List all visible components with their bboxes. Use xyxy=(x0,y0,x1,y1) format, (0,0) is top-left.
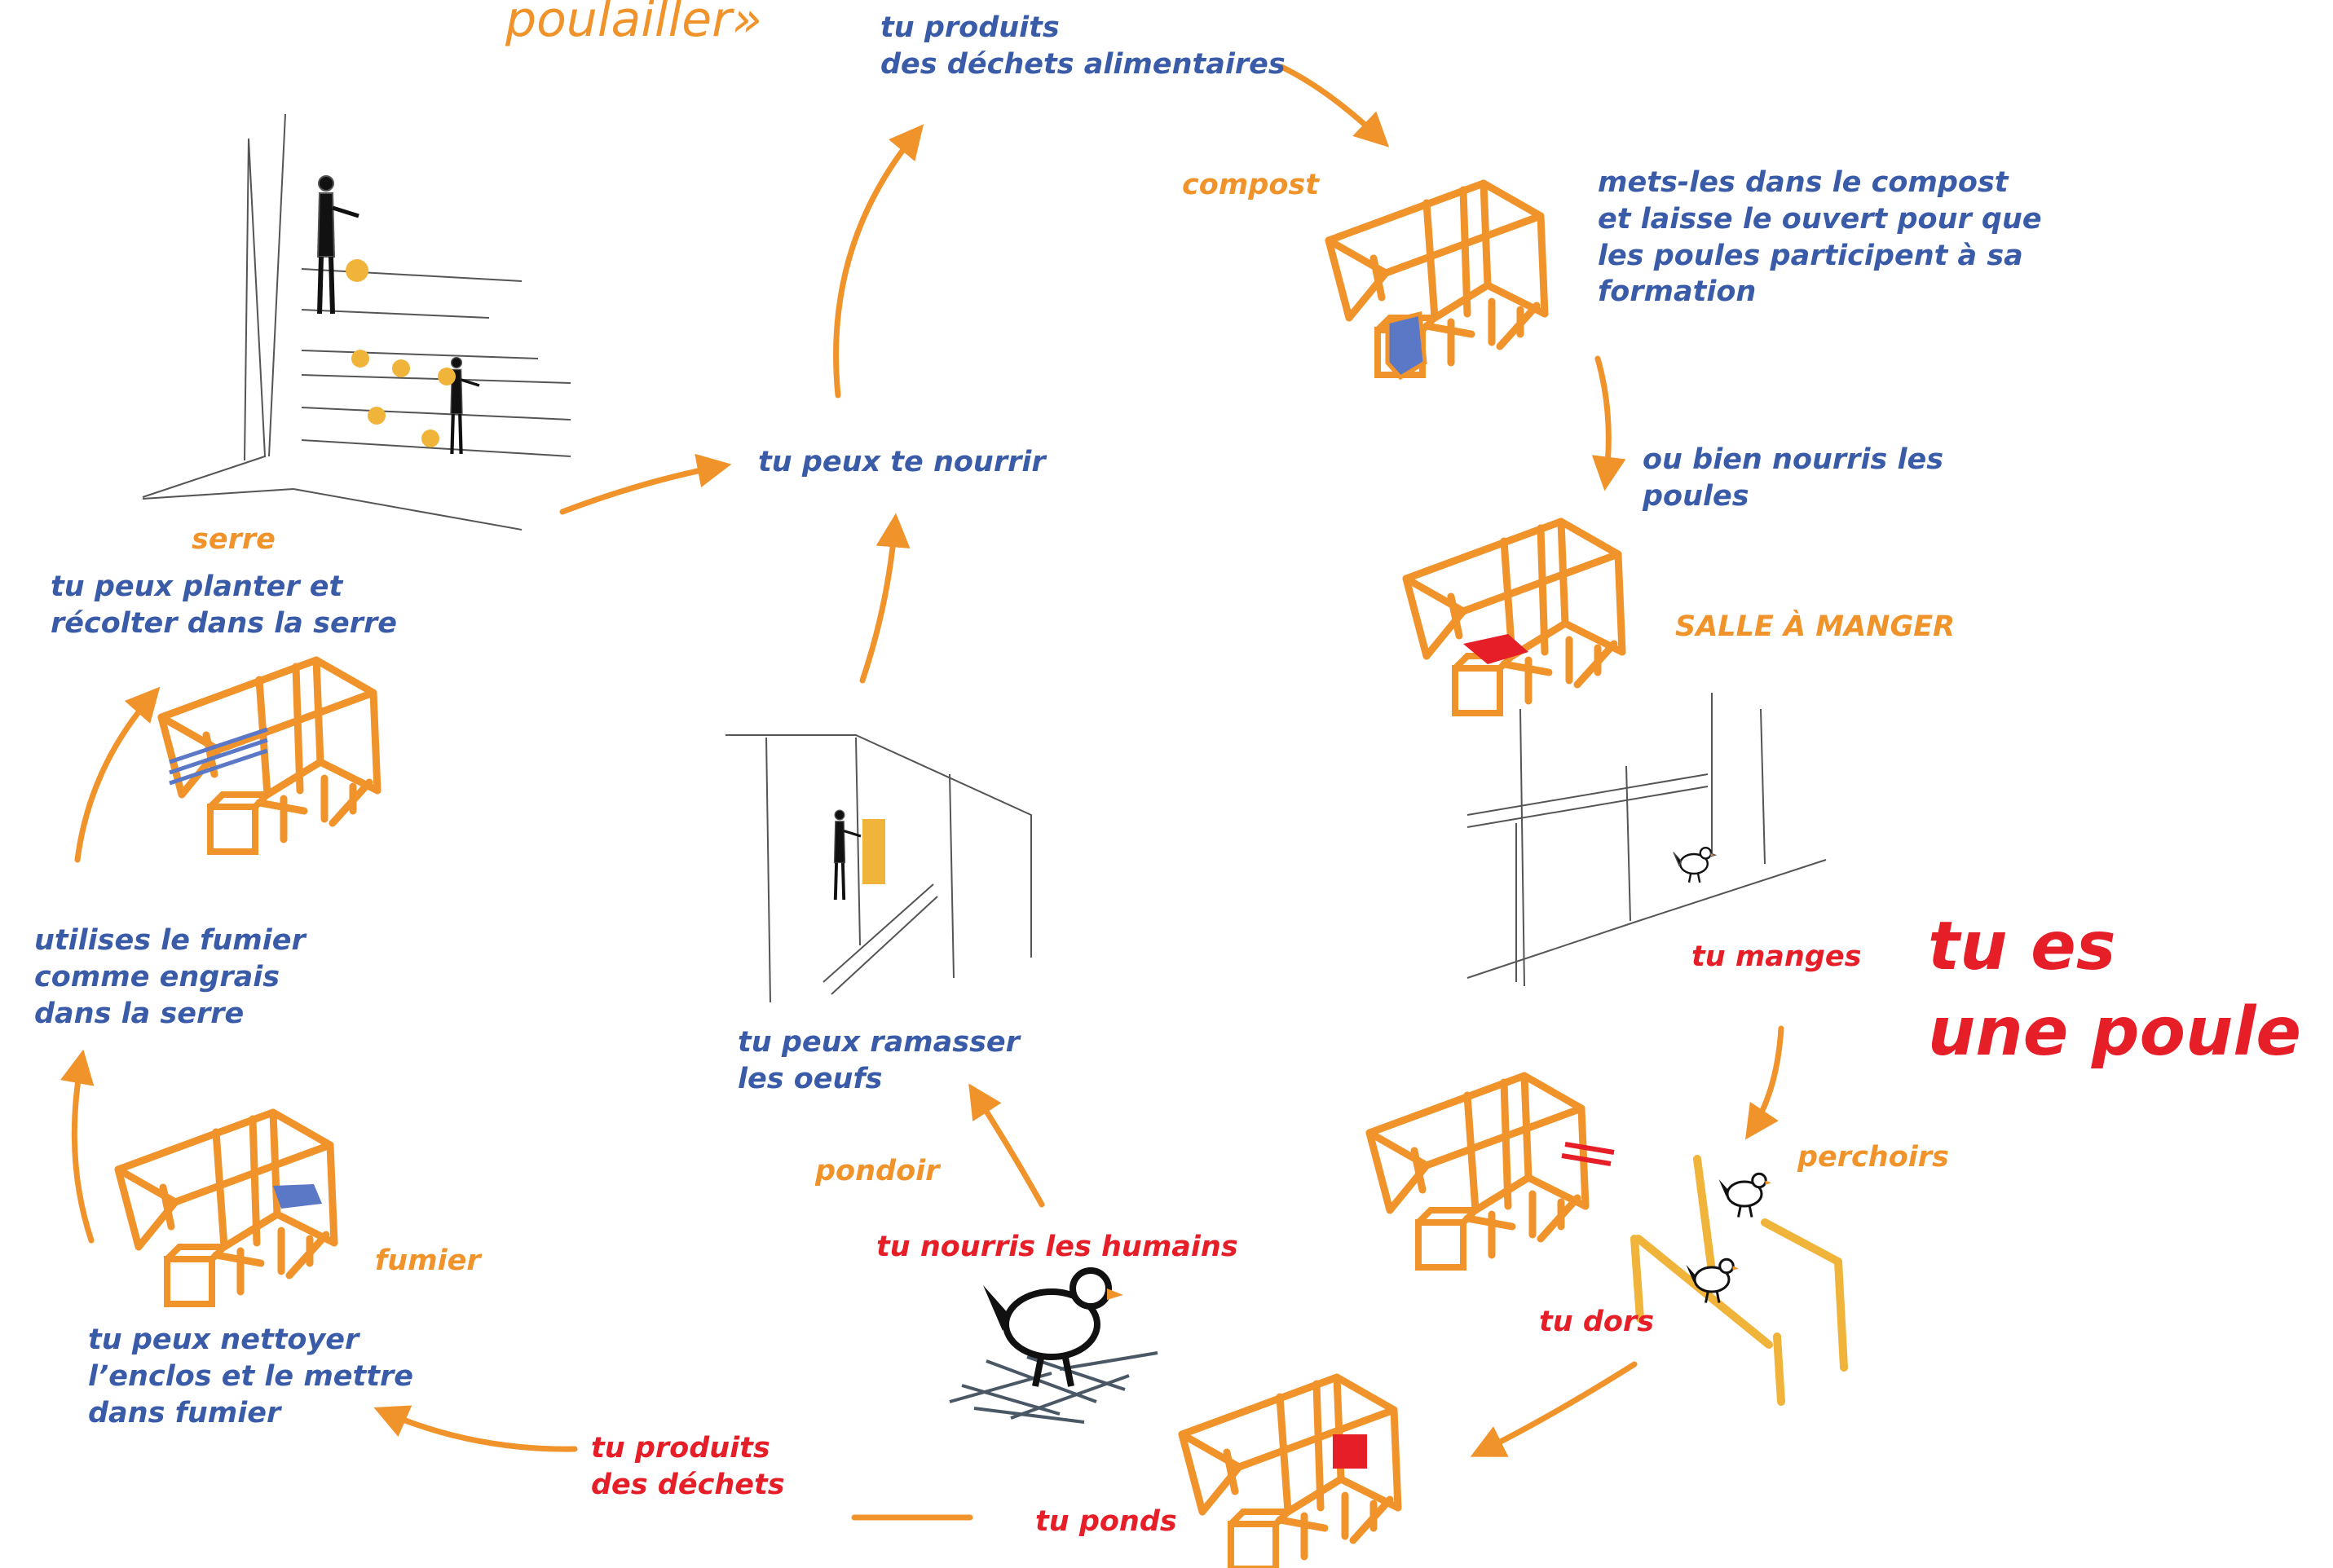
arrow-serre-to-nourrir xyxy=(559,453,732,515)
label-nourris-poules: ou bien nourris les poules xyxy=(1643,443,1944,513)
page-title: poulailler» xyxy=(505,0,762,48)
arrow-fumier-up xyxy=(60,1049,95,1244)
label-salle-a-manger: SALLE À MANGER xyxy=(1675,610,1956,643)
arrow-to-serre-coop xyxy=(74,686,161,863)
egg-collection-scene xyxy=(725,734,1032,1003)
cycle-arrows xyxy=(60,64,1784,1521)
coop-icon xyxy=(161,660,377,852)
label-serre: serre xyxy=(192,523,276,556)
label-produits-alimentaires: tu produits des déchets alimentaires xyxy=(880,11,1286,81)
coop-icon xyxy=(1329,183,1545,381)
arrow-to-perchoirs xyxy=(1745,1025,1784,1140)
dining-room-scene xyxy=(1466,693,1827,987)
label-tu-ponds: tu ponds xyxy=(1035,1505,1177,1538)
coop-icon xyxy=(1182,1377,1398,1568)
label-nettoyer-enclos: tu peux nettoyer l’enclos et le mettre d… xyxy=(88,1324,413,1429)
perch-icon xyxy=(1630,1155,1848,1406)
label-tu-manges: tu manges xyxy=(1691,940,1862,973)
label-compost: compost xyxy=(1182,169,1319,201)
arrow-nourrir-to-produits xyxy=(833,124,924,399)
nest-icon xyxy=(949,1351,1158,1424)
label-pondoir: pondoir xyxy=(815,1155,940,1187)
coop-icon xyxy=(118,1112,334,1304)
arrow-to-compost xyxy=(1278,64,1390,148)
arrow-nest-to-nourrir xyxy=(859,513,911,684)
label-tu-nourris-humains: tu nourris les humains xyxy=(876,1231,1238,1263)
label-tu-dors: tu dors xyxy=(1539,1306,1655,1338)
greenhouse-scene xyxy=(142,113,571,531)
label-fumier-engrais: utilises le fumier comme engrais dans la… xyxy=(34,924,306,1030)
label-produits-dechets: tu produits des déchets xyxy=(591,1432,785,1501)
arrow-to-ponds xyxy=(1470,1361,1638,1457)
arrow-pondoir-to-oeufs xyxy=(968,1083,1045,1208)
label-te-nourrir: tu peux te nourrir xyxy=(758,446,1046,478)
coop-icon xyxy=(1369,1076,1615,1267)
coop-icon xyxy=(1406,522,1622,713)
label-perchoirs: perchoirs xyxy=(1797,1141,1949,1174)
arrow-to-fumier xyxy=(373,1405,578,1452)
arrow-compost-to-poules xyxy=(1591,355,1626,491)
label-mets-compost: mets-les dans le compost et laisse le ou… xyxy=(1598,166,2042,309)
label-ramasser-oeufs: tu peux ramasser les oeufs xyxy=(738,1026,1020,1095)
label-planter-recolter: tu peux planter et récolter dans la serr… xyxy=(51,570,397,640)
headline: tu es une poule xyxy=(1928,908,2302,1071)
label-fumier: fumier xyxy=(375,1244,481,1277)
